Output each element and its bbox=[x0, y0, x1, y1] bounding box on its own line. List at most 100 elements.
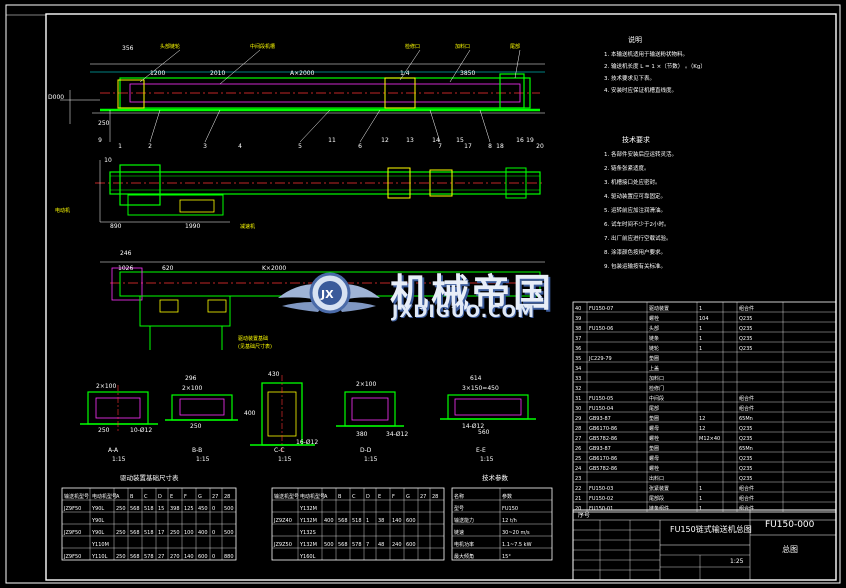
table-cell: FU150-05 bbox=[589, 396, 613, 402]
table-cell: 螺母 bbox=[649, 455, 659, 462]
table-cell: D bbox=[158, 494, 162, 500]
sec-a-label: A-A bbox=[108, 447, 119, 454]
tech-lines: 1. 各部件安装后应运转灵活。2. 链条张紧适度。3. 机槽接口处应密封。4. … bbox=[604, 150, 677, 270]
table-cell: 加料口 bbox=[649, 375, 664, 382]
table-cell: GB6170-86 bbox=[589, 426, 617, 432]
table-cell: JZ9F50 bbox=[63, 554, 81, 560]
table-cell: B bbox=[130, 494, 134, 500]
table-cell: 12 bbox=[699, 416, 705, 422]
params-title: 技术参数 bbox=[482, 473, 509, 482]
table-cell: 尾部段 bbox=[649, 495, 664, 502]
table-cell: 出料口 bbox=[649, 475, 664, 482]
notes-block: 说明 1. 本输送机适用于输送粉状物料。2. 输送机长度 L = 1 ×（节数）… bbox=[604, 35, 706, 270]
sec-c-dim3: 16-Ø12 bbox=[296, 439, 318, 446]
note-line: 7. 出厂前应进行空载试验。 bbox=[604, 234, 672, 242]
table-cell: 518 bbox=[144, 530, 154, 536]
table1-title: 驱动装置基础尺寸表 bbox=[120, 473, 179, 482]
table-cell: 链条组件 bbox=[649, 505, 669, 512]
note-line: 2. 链条张紧适度。 bbox=[604, 164, 650, 172]
table-cell: 250 bbox=[170, 530, 180, 536]
table-cell: 15 bbox=[158, 506, 164, 512]
table-cell: 125 bbox=[184, 506, 194, 512]
table-cell: 20 bbox=[575, 506, 581, 512]
table-cell: Y90L bbox=[91, 506, 104, 512]
balloon-11: 11 bbox=[328, 137, 336, 144]
table-cell: Q235 bbox=[739, 426, 752, 432]
table-cell: 17 bbox=[158, 530, 164, 536]
table-cell: 1 bbox=[699, 346, 702, 352]
sec-d-dim1: 2×100 bbox=[356, 381, 376, 388]
table-cell: 27 bbox=[212, 494, 218, 500]
note-line: 5. 运转前应加注润滑油。 bbox=[604, 206, 666, 214]
table-cell: B bbox=[338, 494, 342, 500]
table-cell: 29 bbox=[575, 416, 581, 422]
table-cell: 568 bbox=[338, 542, 348, 548]
table-cell: GB5782-86 bbox=[589, 466, 617, 472]
balloon-17: 17 bbox=[464, 143, 472, 150]
table-cell: 1.1~7.5 kW bbox=[502, 542, 532, 548]
balloon-2: 2 bbox=[148, 143, 152, 150]
balloon-18: 18 bbox=[496, 143, 504, 150]
table-cell: 568 bbox=[130, 506, 140, 512]
dim-top-3: 2010 bbox=[210, 70, 225, 77]
sec-e-dim4: 14-Ø12 bbox=[462, 423, 484, 430]
table-cell: Q235 bbox=[739, 326, 752, 332]
note-line: 1. 各部件安装后应运转灵活。 bbox=[604, 150, 677, 158]
table-cell: 65Mn bbox=[739, 446, 753, 452]
dim-plan-2: 1990 bbox=[185, 223, 200, 230]
table-cell: 组合件 bbox=[739, 395, 754, 402]
note-line: 4. 驱动装置应可靠固定。 bbox=[604, 192, 666, 200]
table-cell: 螺栓 bbox=[649, 315, 659, 322]
table-cell: 28 bbox=[432, 494, 438, 500]
table-cell: 尾部 bbox=[649, 405, 659, 412]
dim-mid-2: 1026 bbox=[118, 265, 133, 272]
table-cell: 600 bbox=[406, 542, 416, 548]
table-cell: FU150-02 bbox=[589, 496, 613, 502]
table-cell: 23 bbox=[575, 476, 581, 482]
svg-text:减速机: 减速机 bbox=[240, 223, 255, 230]
balloon-19: 19 bbox=[526, 137, 534, 144]
table-cell: Q235 bbox=[739, 336, 752, 342]
table-cell: Y132M bbox=[299, 518, 317, 524]
table-cell: 螺母 bbox=[649, 425, 659, 432]
table-cell: 螺栓 bbox=[649, 465, 659, 472]
table-cell: 27 bbox=[158, 554, 164, 560]
dim-top-5: 1.4 bbox=[400, 70, 410, 77]
table-cell: 输送机型号 bbox=[274, 493, 299, 500]
table-cell: 140 bbox=[184, 554, 194, 560]
table-cell: 39 bbox=[575, 316, 581, 322]
dim-top-4: A×2000 bbox=[290, 70, 315, 77]
table-cell: F bbox=[184, 494, 187, 500]
table-cell: 32 bbox=[575, 386, 581, 392]
svg-text:加料口: 加料口 bbox=[455, 43, 470, 50]
table-cell: 垫圈 bbox=[649, 445, 659, 452]
note-line: 8. 涂漆颜色按用户要求。 bbox=[604, 248, 666, 256]
table-cell: 垫圈 bbox=[649, 355, 659, 362]
table-cell: 240 bbox=[392, 542, 402, 548]
table-cell: 48 bbox=[378, 542, 384, 548]
table-cell: 26 bbox=[575, 446, 581, 452]
drawing-scale: 1:25 bbox=[730, 558, 744, 565]
sec-c-label: C-C bbox=[274, 447, 285, 454]
table-cell: 250 bbox=[116, 530, 126, 536]
table-cell: 21 bbox=[575, 496, 581, 502]
table-cell: 1 bbox=[699, 486, 702, 492]
table-cell: GB93-87 bbox=[589, 416, 611, 422]
table-cell: Q235 bbox=[739, 466, 752, 472]
inner-frame bbox=[45, 13, 837, 581]
table-cell: Y110M bbox=[91, 542, 109, 548]
table-cell: D bbox=[366, 494, 370, 500]
table-cell: 1 bbox=[366, 518, 369, 524]
table-cell: 34 bbox=[575, 366, 581, 372]
table-cell: JZ9F50 bbox=[63, 506, 81, 512]
table-cell: 12 bbox=[699, 426, 705, 432]
dim-top-1: 356 bbox=[122, 45, 134, 52]
outer-frame bbox=[5, 4, 841, 584]
table-cell: Y160L bbox=[299, 554, 316, 560]
note-line: 4. 安装时应保证机槽直线度。 bbox=[604, 86, 677, 94]
drawing-sub: 总图 bbox=[782, 544, 798, 554]
sec-d-scale: 1:15 bbox=[364, 456, 378, 463]
lower-elevation-view: 246 1026 620 K×2000 驱动装置基础(见基础尺寸表) bbox=[100, 250, 545, 350]
